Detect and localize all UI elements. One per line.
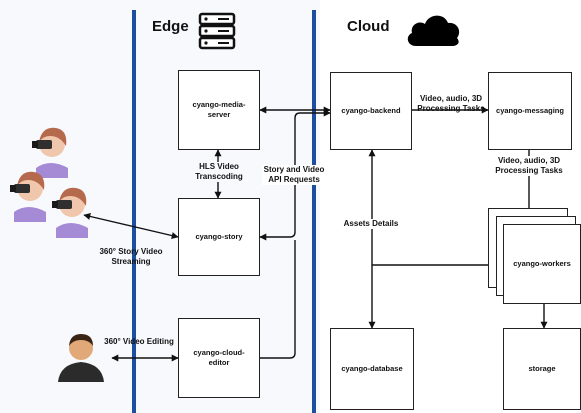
edge-cloud-divider bbox=[312, 10, 316, 413]
story-node[interactable]: cyango-story bbox=[178, 198, 260, 276]
messaging-node[interactable]: cyango-messaging bbox=[488, 72, 572, 150]
storage-node[interactable]: storage bbox=[503, 328, 581, 410]
editing-label: 360° Video Editing bbox=[104, 337, 174, 346]
processing-tasks-top-label: Video, audio, 3D Processing Tasks bbox=[417, 94, 485, 113]
story-api-label: Story and Video API Requests bbox=[262, 165, 326, 185]
cloud-editor-node[interactable]: cyango-cloud-editor bbox=[178, 318, 260, 398]
database-node[interactable]: cyango-database bbox=[330, 328, 414, 410]
backend-node[interactable]: cyango-backend bbox=[330, 72, 412, 150]
workers-node[interactable]: cyango-workers bbox=[503, 224, 581, 304]
hls-transcoding-label: HLS Video Transcoding bbox=[190, 162, 248, 182]
media-server-label: cyango-media-server bbox=[192, 100, 246, 119]
workers-label: cyango-workers bbox=[513, 259, 571, 268]
edge-title: Edge bbox=[152, 18, 189, 35]
storage-label: storage bbox=[528, 364, 556, 373]
edge-left-divider bbox=[132, 10, 136, 413]
media-server-node[interactable]: cyango-media-server bbox=[178, 70, 260, 150]
cloud-title: Cloud bbox=[347, 18, 390, 35]
story-label: cyango-story bbox=[195, 232, 243, 241]
vr-users-icon bbox=[10, 127, 88, 238]
user-icon bbox=[58, 334, 104, 382]
processing-tasks-right-label: Video, audio, 3D Processing Tasks bbox=[492, 156, 566, 176]
streaming-label: 360° Story Video Streaming bbox=[99, 247, 163, 266]
cloud-icon bbox=[407, 15, 460, 46]
backend-label: cyango-backend bbox=[341, 106, 401, 115]
database-label: cyango-database bbox=[341, 364, 403, 373]
cloud-editor-label: cyango-cloud-editor bbox=[193, 348, 245, 367]
assets-details-label: Assets Details bbox=[342, 219, 400, 229]
messaging-label: cyango-messaging bbox=[496, 106, 564, 115]
server-icon bbox=[198, 12, 236, 50]
